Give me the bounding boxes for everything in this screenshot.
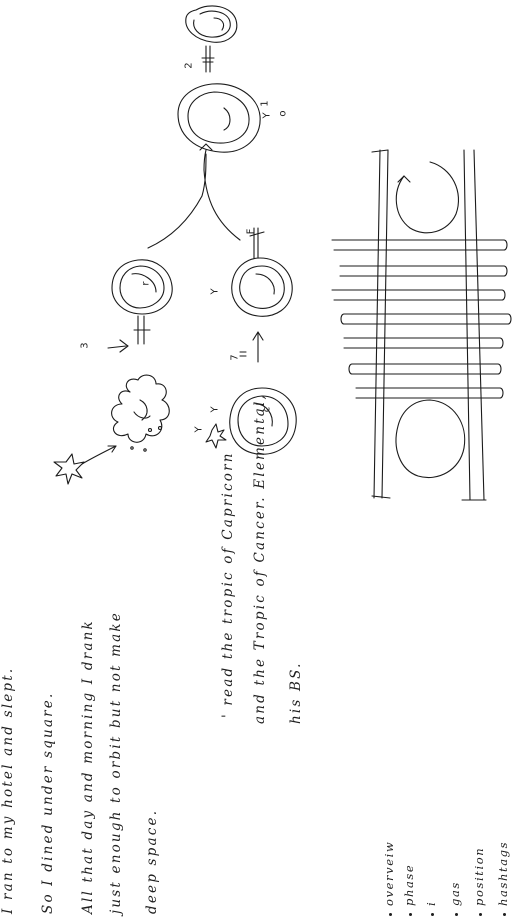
- bullet-icon: [454, 913, 458, 916]
- connector-r: [107, 315, 151, 353]
- note-line: So I dined under square.: [40, 691, 56, 914]
- node-r: [111, 259, 173, 315]
- arrow-branch-left: [147, 153, 207, 249]
- note-line: All that day and morning I drank: [80, 619, 96, 914]
- sparkle-icon: [205, 423, 227, 449]
- list-item: gas: [448, 881, 462, 916]
- list-item: overveiw: [382, 841, 396, 916]
- process-diagram: [53, 5, 297, 485]
- note-line: deep space.: [144, 808, 160, 914]
- weave-sketch: [331, 149, 512, 501]
- list-item: position: [472, 847, 486, 916]
- bullet-icon: [408, 913, 412, 916]
- bullet-icon: [478, 913, 482, 916]
- bullet-icon: [430, 913, 434, 916]
- note-line: ' read the tropic of Capricorn: [220, 451, 236, 718]
- arrow-star-cloud: [81, 445, 117, 465]
- node-cloud: [111, 374, 170, 452]
- node-top: [185, 5, 238, 43]
- note-line: I ran to my hotel and slept.: [0, 666, 16, 914]
- list-item: hashtags: [496, 841, 510, 916]
- list-item: phase: [402, 864, 416, 916]
- node-f: [231, 227, 293, 317]
- note-line: his BS.: [288, 661, 304, 724]
- list-item: i: [424, 901, 438, 916]
- bullet-icon: [502, 913, 506, 916]
- star-icon: [53, 453, 85, 485]
- arrow-branch-right: [203, 149, 241, 241]
- arrow-up-f: [239, 331, 264, 363]
- note-line: and the Tropic of Cancer. Elemental,: [252, 393, 268, 724]
- node-c: [229, 387, 297, 455]
- connector-top: [201, 45, 215, 73]
- node-output: [177, 83, 261, 153]
- bullet-icon: [388, 913, 392, 916]
- note-line: just enough to orbit but not make: [108, 611, 124, 914]
